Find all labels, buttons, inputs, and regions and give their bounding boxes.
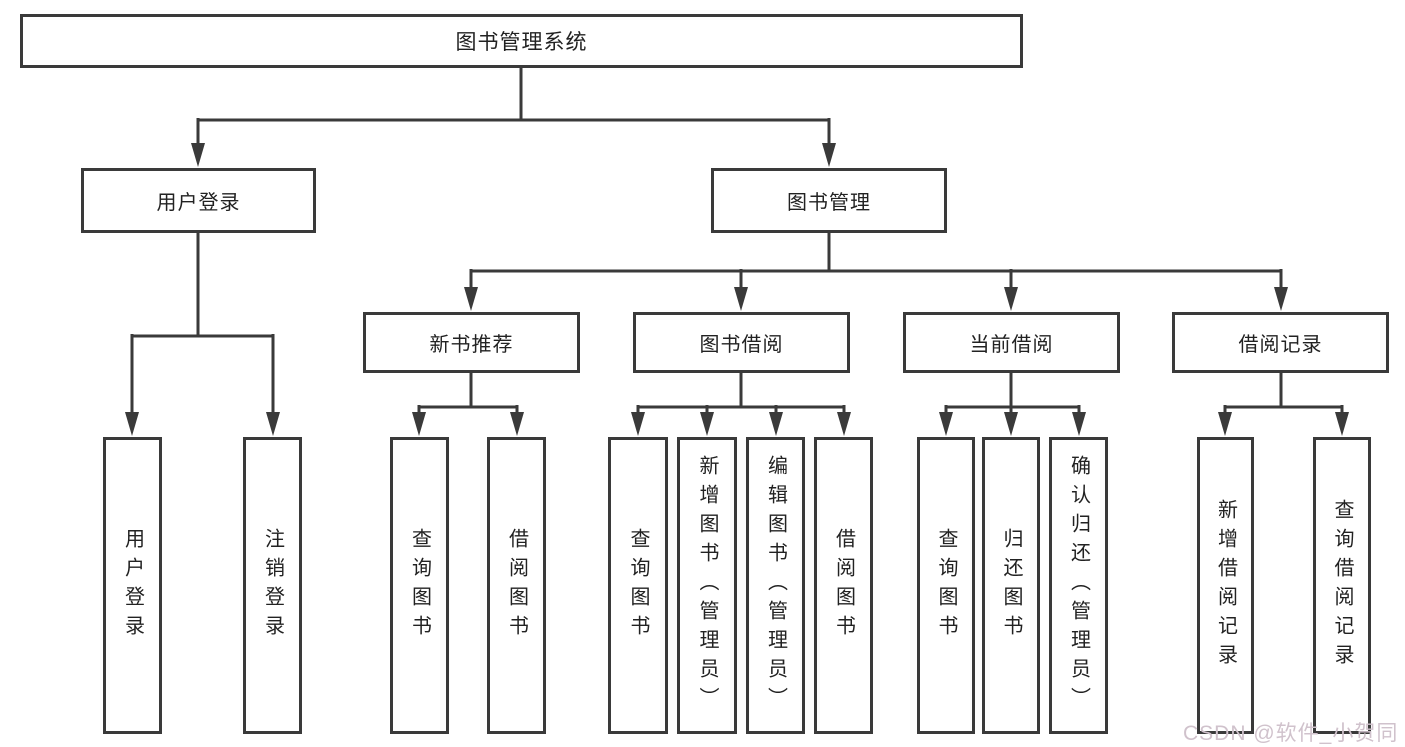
- node-label: 新书推荐: [429, 334, 514, 356]
- leaf-label: 查询图书: [627, 527, 649, 644]
- leaf-label: 借阅图书: [505, 527, 528, 644]
- node-label: 图书管理系统: [455, 31, 588, 54]
- leaf-label: 查询借阅记录: [1331, 498, 1353, 673]
- node-label: 借阅记录: [1238, 334, 1323, 356]
- leaf-borrow-books-borrowing: 借阅图书: [814, 437, 873, 734]
- node-new-book-recommend: 新书推荐: [363, 312, 580, 373]
- csdn-watermark: CSDN @软件_小贺同学: [1183, 722, 1399, 745]
- leaf-label: 新增借阅记录: [1214, 498, 1237, 673]
- leaf-return-books: 归还图书: [982, 437, 1040, 734]
- leaf-add-borrow-record: 新增借阅记录: [1197, 437, 1254, 734]
- leaf-borrow-books-recommend: 借阅图书: [487, 437, 546, 734]
- node-label: 图书管理: [787, 192, 871, 214]
- leaf-edit-book-admin: 编辑图书（管理员）: [746, 437, 805, 734]
- leaf-user-login: 用户登录: [103, 437, 162, 734]
- node-label: 当前借阅: [969, 334, 1054, 356]
- leaf-logout: 注销登录: [243, 437, 302, 734]
- node-borrowing-records: 借阅记录: [1172, 312, 1389, 373]
- leaf-query-borrow-record: 查询借阅记录: [1313, 437, 1371, 734]
- node-label: 用户登录: [156, 192, 241, 214]
- leaf-label: 用户登录: [121, 527, 144, 644]
- leaf-label: 确认归还（管理员）: [1067, 455, 1090, 716]
- leaf-label: 查询图书: [408, 527, 431, 644]
- leaf-label: 查询图书: [935, 527, 957, 644]
- leaf-label: 借阅图书: [832, 527, 855, 644]
- node-book-borrowing: 图书借阅: [633, 312, 850, 373]
- leaf-confirm-return-admin: 确认归还（管理员）: [1049, 437, 1108, 734]
- leaf-query-books-recommend: 查询图书: [390, 437, 449, 734]
- node-label: 图书借阅: [699, 334, 784, 356]
- leaf-label: 新增图书（管理员）: [696, 455, 718, 716]
- node-user-login-module: 用户登录: [81, 168, 316, 233]
- leaf-add-book-admin: 新增图书（管理员）: [677, 437, 737, 734]
- leaf-query-books-borrowing: 查询图书: [608, 437, 668, 734]
- node-book-management-module: 图书管理: [711, 168, 947, 233]
- node-library-management-system: 图书管理系统: [20, 14, 1023, 68]
- leaf-label: 归还图书: [1000, 527, 1022, 644]
- node-current-borrowing: 当前借阅: [903, 312, 1120, 373]
- leaf-label: 注销登录: [261, 527, 284, 644]
- leaf-label: 编辑图书（管理员）: [764, 455, 787, 716]
- leaf-query-books-current: 查询图书: [917, 437, 975, 734]
